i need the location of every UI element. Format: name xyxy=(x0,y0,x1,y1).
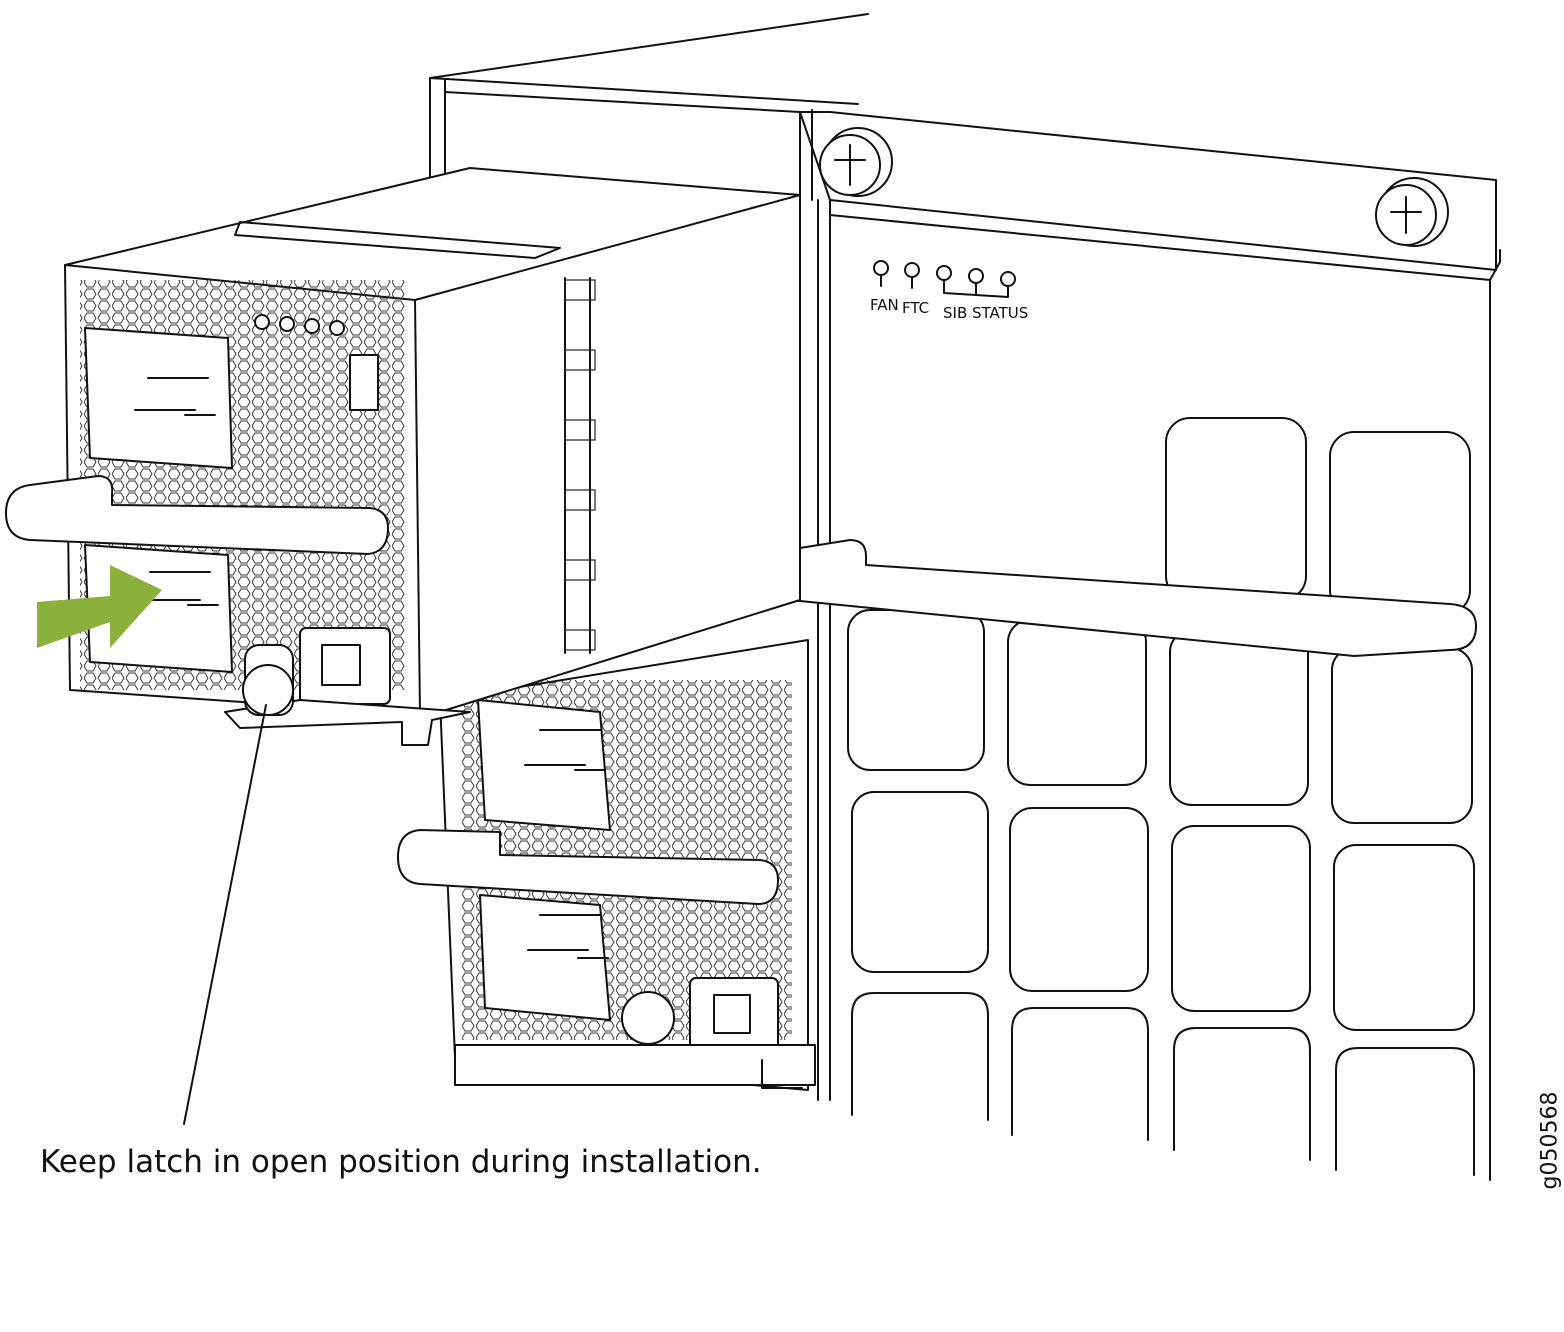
side-slots xyxy=(564,277,596,654)
power-supply-upper xyxy=(5,167,801,746)
captive-screw-icon xyxy=(819,127,893,197)
power-supply-lower xyxy=(397,639,816,1091)
chassis-top-rail xyxy=(429,13,869,201)
sib-led-icon xyxy=(968,268,984,284)
power-inlet xyxy=(479,894,611,1021)
insertion-arrow-icon xyxy=(37,565,162,648)
status-leds: FAN FTC SIB STATUS xyxy=(870,260,1028,322)
latch-knob-icon xyxy=(242,664,294,716)
chassis-panel: FAN FTC SIB STATUS xyxy=(763,111,1501,1181)
ftc-label: FTC xyxy=(902,299,929,317)
psu-handle[interactable] xyxy=(5,475,389,555)
callout-leader-line xyxy=(183,704,267,1125)
psu-handle[interactable] xyxy=(397,829,779,905)
panel-vents xyxy=(847,417,1475,1176)
sib-led-icon xyxy=(936,265,952,281)
power-inlet xyxy=(84,327,233,469)
vent-slot-top xyxy=(234,221,561,259)
latch-knob-icon xyxy=(621,991,675,1045)
sib-led-icon xyxy=(1000,271,1016,287)
callout-text: Keep latch in open position during insta… xyxy=(40,1144,762,1180)
captive-screw-icon xyxy=(1375,177,1449,247)
sib-status-label: SIB STATUS xyxy=(943,304,1028,322)
fan-led-icon xyxy=(873,260,889,276)
fan-label: FAN xyxy=(870,296,899,314)
ftc-led-icon xyxy=(904,262,920,278)
figure-id: g050568 xyxy=(1537,1091,1563,1190)
